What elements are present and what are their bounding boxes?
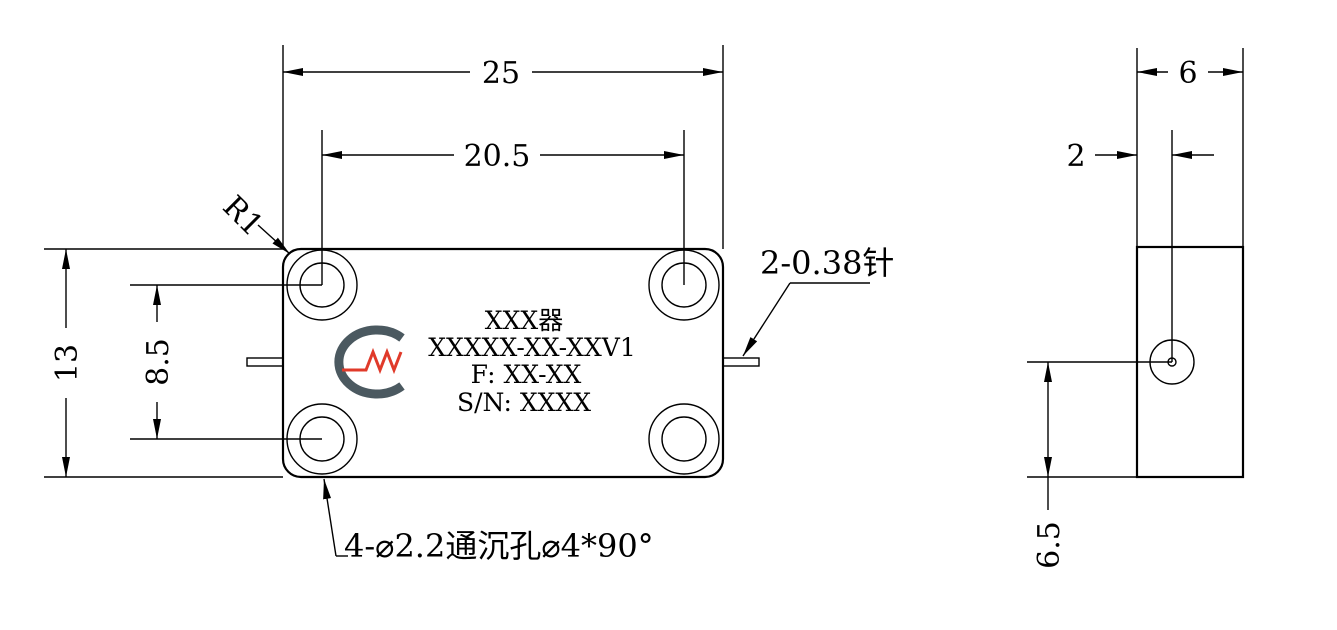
- dim-2-value: 2: [1066, 139, 1085, 174]
- logo-wave-icon: [342, 347, 403, 375]
- side-view: 6 2 6.5: [1027, 48, 1245, 569]
- dim-8-5-value: 8.5: [141, 338, 176, 386]
- label-line-4: S/N: XXXX: [457, 388, 591, 417]
- dim-holes-callout: 4-⌀2.2通沉孔⌀4*90°: [323, 478, 654, 565]
- label-line-2: XXXXX-XX-XXV1: [428, 333, 635, 362]
- pin-left: [246, 357, 284, 367]
- dim-pin-callout: 2-0.38针: [742, 244, 894, 357]
- label-line-3: F: XX-XX: [471, 360, 582, 389]
- dim-hole-spacing-x: 20.5: [321, 130, 685, 285]
- holes-spec-text: 4-⌀2.2通沉孔⌀4*90°: [344, 527, 654, 565]
- company-logo: [334, 325, 405, 399]
- dim-overall-height: 13: [44, 248, 283, 478]
- dim-6-value: 6: [1178, 56, 1197, 91]
- dim-overall-width: 25: [282, 45, 724, 249]
- label-line-1: XXX器: [485, 306, 563, 335]
- dim-6-5-value: 6.5: [1032, 521, 1067, 569]
- front-view: XXX器 XXXXX-XX-XXV1 F: XX-XX S/N: XXXX 25…: [44, 45, 894, 565]
- pin-right: [722, 357, 760, 367]
- mounting-hole-bottom-right: [648, 403, 720, 475]
- dim-corner-radius: R1: [216, 189, 291, 255]
- dim-pin-height: 6.5: [1027, 361, 1172, 569]
- pin-spec-text: 2-0.38针: [760, 244, 894, 282]
- dim-hole-spacing-y: 8.5: [130, 284, 322, 440]
- dim-25-value: 25: [482, 56, 520, 91]
- dim-20-5-value: 20.5: [464, 139, 531, 174]
- logo-ring-icon: [334, 325, 405, 399]
- dim-side-thickness: 6: [1136, 48, 1244, 247]
- dim-13-value: 13: [50, 344, 85, 382]
- dim-pin-offset: 2: [1066, 130, 1214, 362]
- dim-r1-value: R1: [216, 189, 270, 243]
